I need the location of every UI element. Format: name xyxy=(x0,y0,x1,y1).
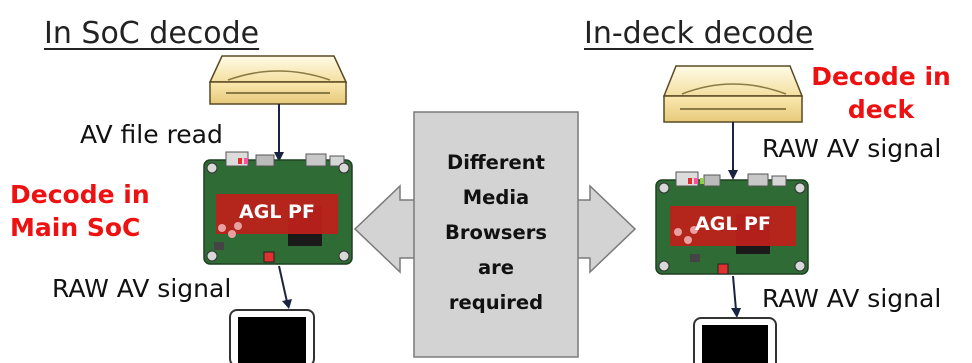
center-box xyxy=(413,111,579,358)
right-disc-drive-icon xyxy=(662,65,804,123)
left-decode-label: Decode in Main SoC xyxy=(10,178,150,244)
right-display-icon xyxy=(693,317,777,363)
right-decode-label: Decode in deck xyxy=(806,60,956,126)
right-input-label: RAW AV signal xyxy=(762,134,942,163)
right-input-arrow xyxy=(728,122,738,180)
left-display-icon xyxy=(229,309,315,363)
center-line-5: required xyxy=(448,291,544,314)
right-title: In-deck decode xyxy=(584,16,814,51)
right-output-arrow xyxy=(731,275,741,318)
center-text: Different Media Browsers are required xyxy=(421,145,571,320)
right-output-label: RAW AV signal xyxy=(762,284,942,313)
left-decode-label-line1: Decode in xyxy=(10,180,150,209)
left-decode-label-line2: Main SoC xyxy=(10,213,141,242)
left-title: In SoC decode xyxy=(44,16,260,51)
center-line-1: Different xyxy=(447,151,545,174)
left-board-icon xyxy=(203,151,353,265)
left-file-read-label: AV file read xyxy=(80,120,223,149)
center-line-2: Media xyxy=(462,186,530,209)
left-board-label: AGL PF xyxy=(239,201,315,223)
center-line-3: Browsers xyxy=(445,221,547,244)
right-decode-label-line1: Decode in xyxy=(811,62,951,91)
right-board-icon xyxy=(655,171,809,275)
left-disc-drive-icon xyxy=(208,55,348,105)
left-output-arrow xyxy=(278,265,292,309)
right-board-label: AGL PF xyxy=(695,213,771,235)
right-decode-label-line2: deck xyxy=(847,95,915,124)
center-line-4: are xyxy=(477,256,514,279)
left-input-arrow xyxy=(274,104,284,162)
left-output-label: RAW AV signal xyxy=(52,274,232,303)
